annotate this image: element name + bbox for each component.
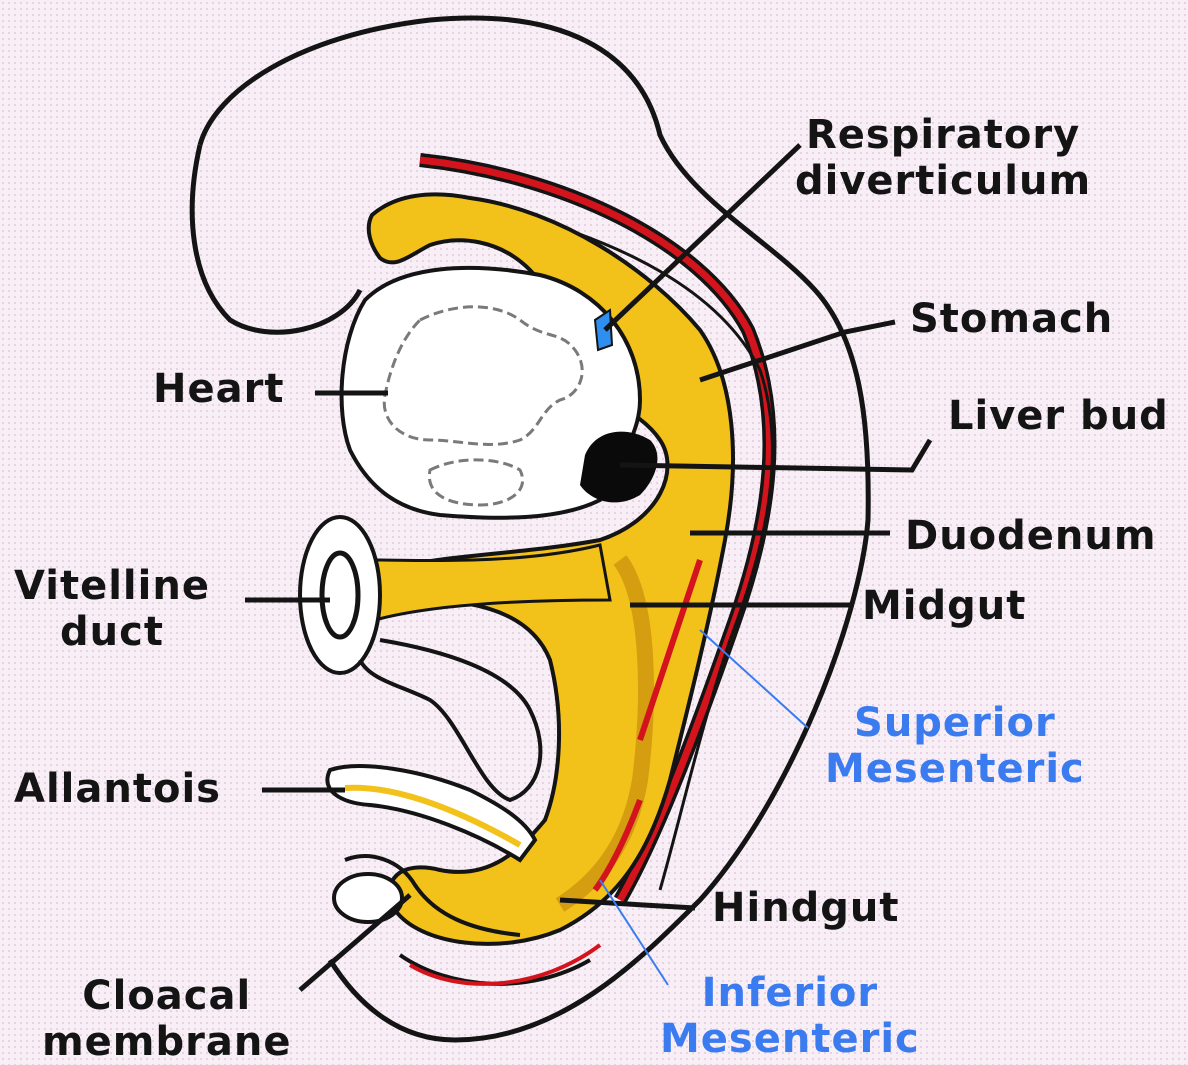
label-cloacal-membrane: Cloacal membrane — [42, 973, 291, 1065]
label-respiratory-line2: diverticulum — [795, 158, 1091, 204]
label-duodenum: Duodenum — [905, 513, 1157, 559]
label-inferior-mesenteric: Inferior Mesenteric — [660, 970, 920, 1062]
label-superior-line1: Superior — [825, 700, 1085, 746]
label-superior-line2: Mesenteric — [825, 746, 1085, 792]
label-vitelline-line2: duct — [14, 609, 210, 655]
leader-inferior-mesenteric — [600, 880, 668, 985]
label-midgut: Midgut — [862, 583, 1026, 629]
label-cloacal-line1: Cloacal — [42, 973, 291, 1019]
label-hindgut: Hindgut — [712, 885, 900, 931]
label-superior-mesenteric: Superior Mesenteric — [825, 700, 1085, 792]
head-fold-outline — [192, 145, 360, 332]
label-vitelline-line1: Vitelline — [14, 563, 210, 609]
vitelline-ring-outer — [300, 517, 380, 673]
cloacal-membrane — [334, 874, 402, 922]
leader-respiratory — [605, 145, 800, 330]
label-liver-bud: Liver bud — [948, 393, 1169, 439]
allantois — [327, 766, 535, 860]
leader-stomach — [700, 322, 895, 380]
label-cloacal-line2: membrane — [42, 1019, 291, 1065]
tail-artery — [410, 945, 600, 984]
label-inferior-line2: Mesenteric — [660, 1016, 920, 1062]
label-heart: Heart — [153, 366, 284, 412]
label-stomach: Stomach — [910, 296, 1113, 342]
label-vitelline-duct: Vitelline duct — [14, 563, 210, 655]
label-respiratory-line1: Respiratory — [795, 112, 1091, 158]
label-inferior-line1: Inferior — [660, 970, 920, 1016]
label-respiratory-diverticulum: Respiratory diverticulum — [795, 112, 1091, 204]
label-allantois: Allantois — [14, 766, 221, 812]
